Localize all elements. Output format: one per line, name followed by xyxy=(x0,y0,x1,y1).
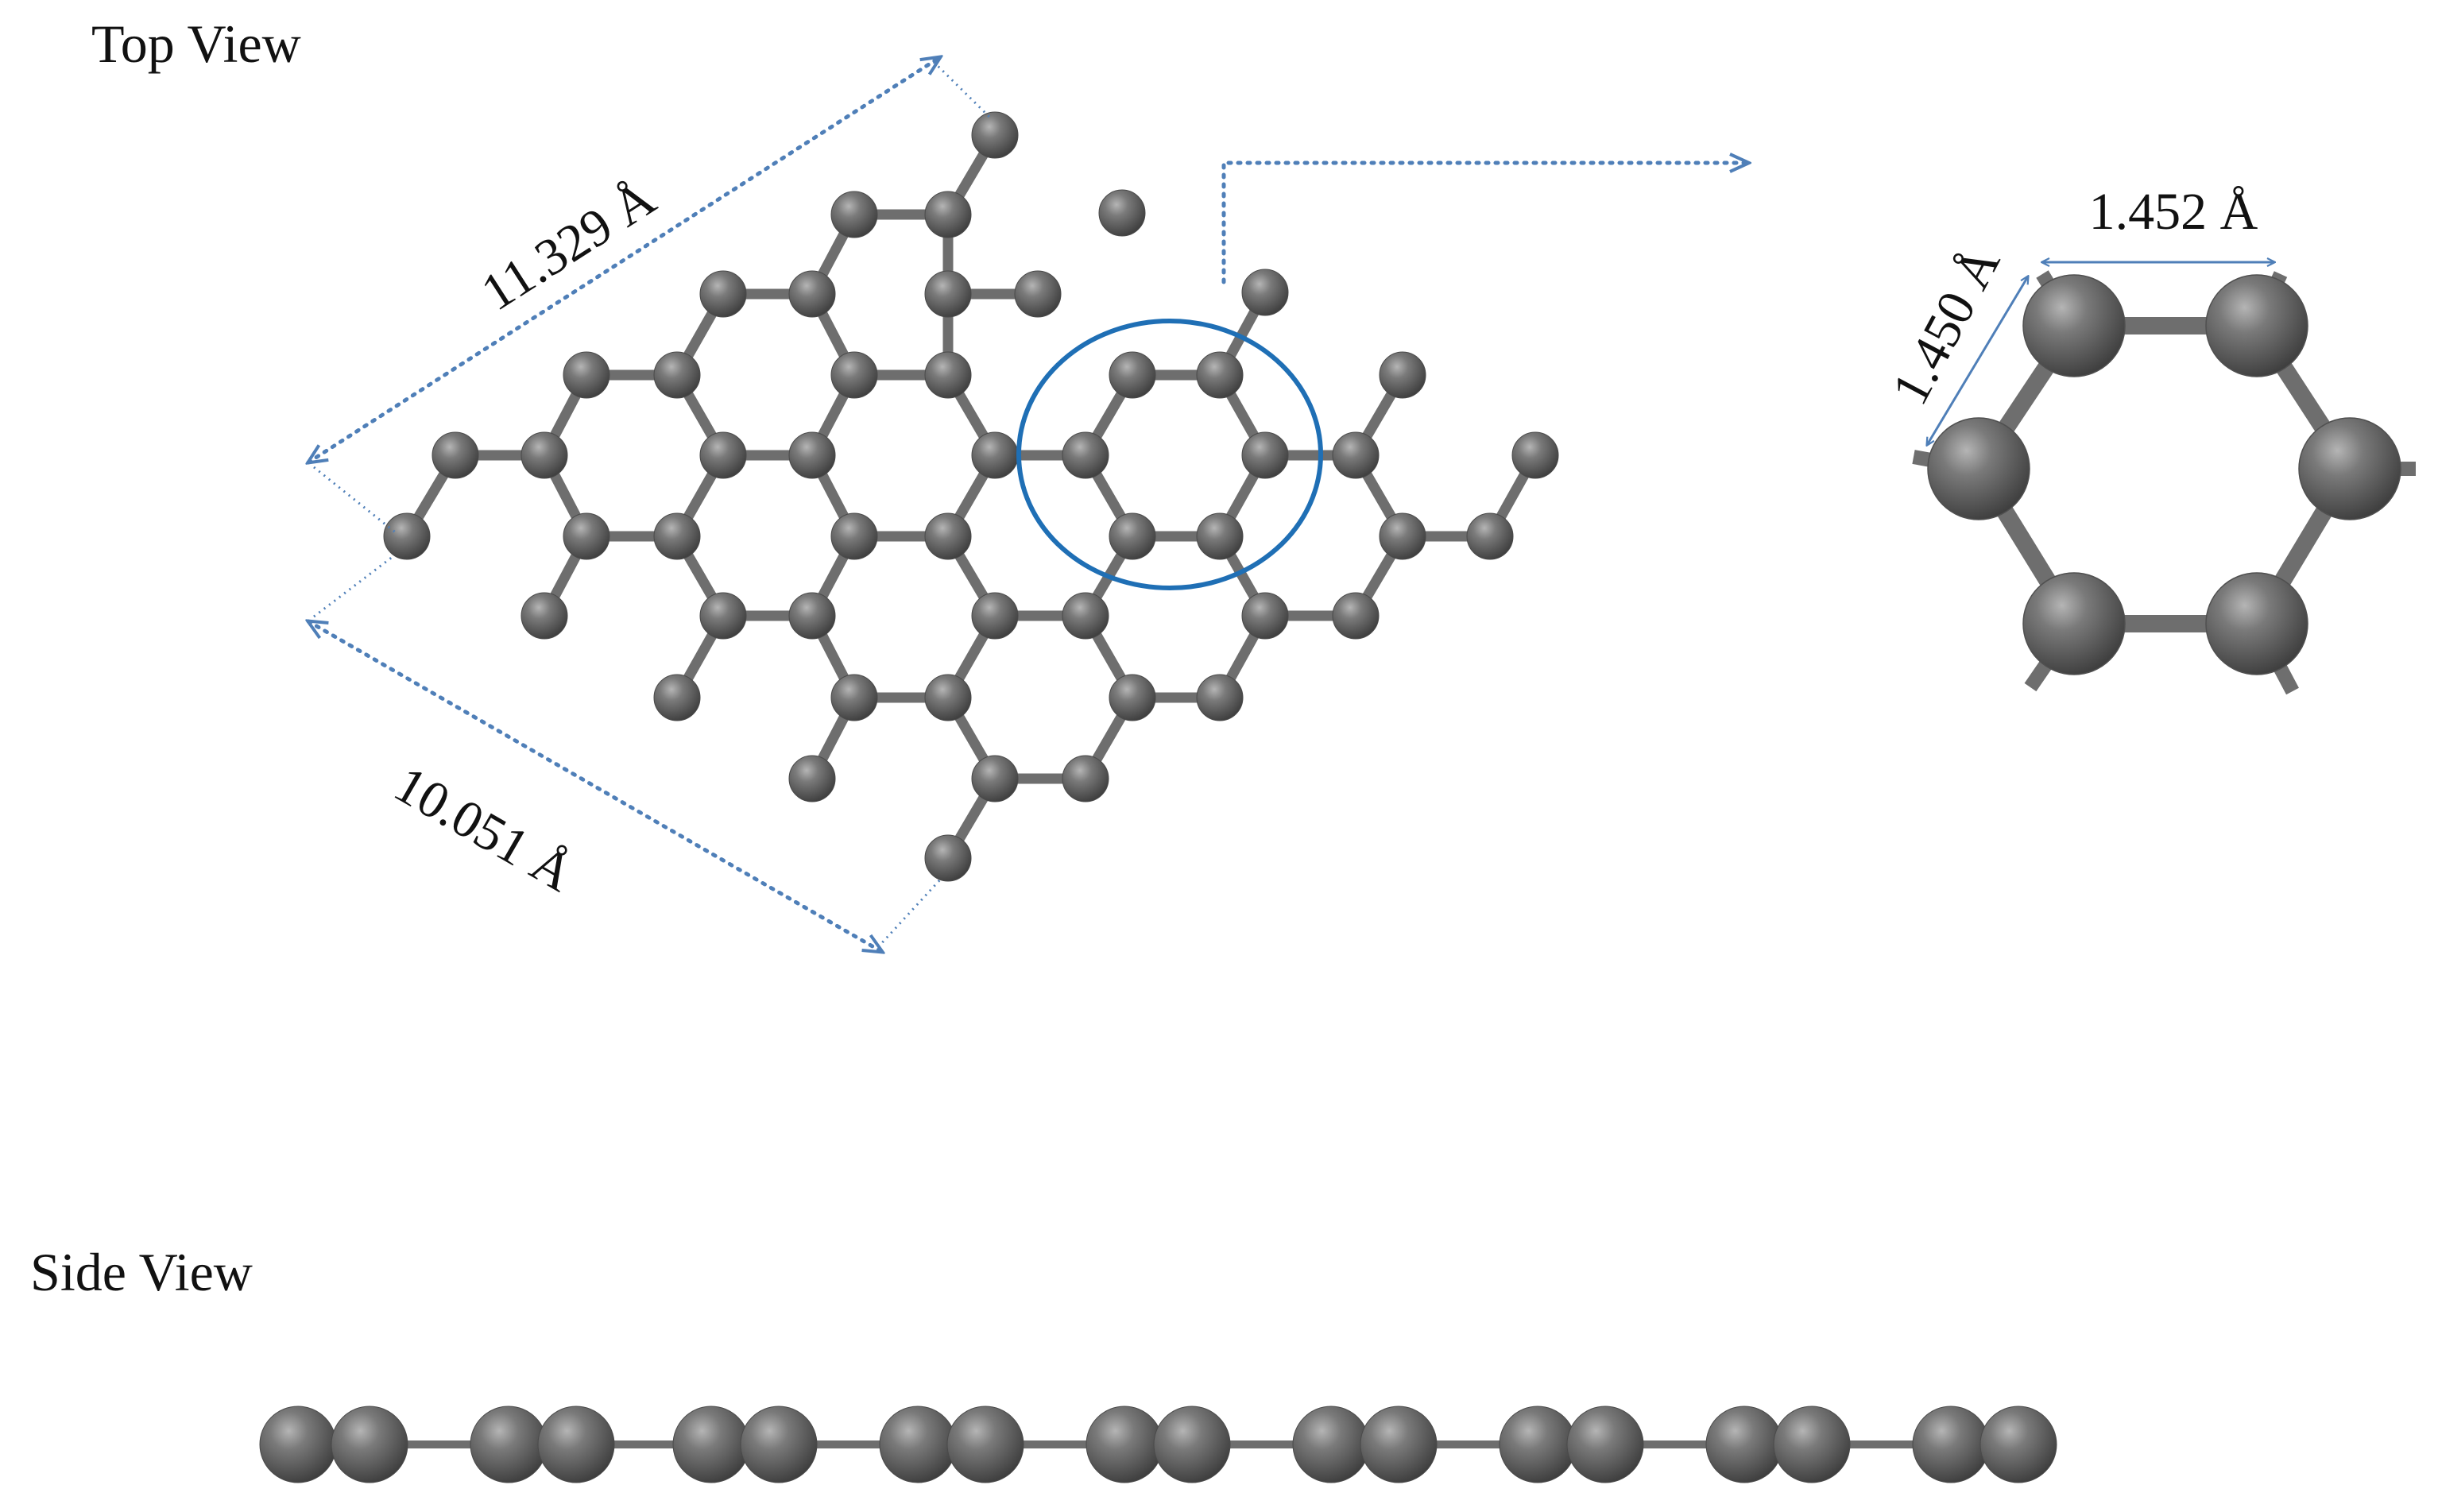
carbon-atom xyxy=(1109,351,1156,399)
carbon-atom xyxy=(1705,1406,1783,1483)
carbon-atom xyxy=(788,431,836,479)
carbon-atom xyxy=(830,191,878,238)
carbon-atom xyxy=(470,1406,548,1483)
top-view-title: Top View xyxy=(91,14,301,74)
graphene-side-view xyxy=(259,1406,2057,1483)
bond-length-arrow-diagonal xyxy=(1927,276,2028,445)
carbon-atom xyxy=(2205,572,2308,675)
carbon-atom xyxy=(331,1406,408,1483)
carbon-atom xyxy=(2022,572,2126,675)
carbon-atom xyxy=(1196,512,1244,560)
carbon-atom xyxy=(431,431,479,479)
carbon-atom xyxy=(788,270,836,318)
upper-edge-length: 11.329 Å xyxy=(471,168,665,322)
bond-length-horizontal: 1.452 Å xyxy=(2089,183,2258,241)
carbon-atom xyxy=(1109,512,1156,560)
carbon-atom xyxy=(1773,1406,1851,1483)
carbon-atom xyxy=(1241,592,1289,640)
carbon-atom xyxy=(924,191,972,238)
zoom-pointer-arrow xyxy=(1221,163,1748,284)
carbon-atom xyxy=(1241,431,1289,479)
carbon-atom xyxy=(1379,351,1426,399)
carbon-atom xyxy=(971,111,1019,159)
carbon-atom xyxy=(653,351,701,399)
carbon-atom xyxy=(1241,269,1289,316)
zoomed-hexagon-ring: 1.452 Å 1.450 Å xyxy=(1881,183,2416,695)
carbon-atom xyxy=(924,351,972,399)
carbon-atom xyxy=(699,270,747,318)
carbon-atom xyxy=(1062,755,1109,802)
carbon-atom xyxy=(653,512,701,560)
carbon-atom xyxy=(259,1406,337,1483)
carbon-atom xyxy=(924,834,972,882)
carbon-atom xyxy=(1196,351,1244,399)
carbon-atom xyxy=(740,1406,818,1483)
carbon-atom xyxy=(672,1406,750,1483)
carbon-atom xyxy=(1196,674,1244,721)
carbon-atom xyxy=(563,351,610,399)
carbon-atom xyxy=(1499,1406,1577,1483)
carbon-atom xyxy=(699,431,747,479)
carbon-atom xyxy=(1360,1406,1438,1483)
carbon-atom xyxy=(924,270,972,318)
carbon-atom xyxy=(830,512,878,560)
highlighted-ring-circle xyxy=(1016,319,1323,590)
carbon-atom xyxy=(830,674,878,721)
carbon-atom xyxy=(563,512,610,560)
carbon-atom xyxy=(653,674,701,721)
carbon-atom xyxy=(1062,431,1109,479)
dimension-lower-edge: 10.051 Å xyxy=(308,555,943,952)
carbon-atom xyxy=(971,592,1019,640)
carbon-atom xyxy=(1085,1406,1163,1483)
side-view-title: Side View xyxy=(30,1242,253,1302)
carbon-atom xyxy=(1109,674,1156,721)
carbon-atom xyxy=(1379,512,1426,560)
carbon-atom xyxy=(788,592,836,640)
carbon-atom xyxy=(830,351,878,399)
zoomed-ring-atoms xyxy=(1927,274,2401,675)
carbon-atom xyxy=(2205,274,2308,377)
carbon-atom xyxy=(699,592,747,640)
carbon-atom xyxy=(1332,431,1380,479)
carbon-atom xyxy=(2022,274,2126,377)
carbon-atom xyxy=(1912,1406,1990,1483)
carbon-atom xyxy=(1927,417,2030,520)
carbon-atom xyxy=(1566,1406,1644,1483)
carbon-atom xyxy=(1292,1406,1370,1483)
carbon-atom xyxy=(520,431,568,479)
carbon-atom xyxy=(1466,512,1514,560)
carbon-atom xyxy=(2298,417,2401,520)
carbon-atom xyxy=(520,592,568,640)
carbon-atom xyxy=(1332,592,1380,640)
bond-length-diagonal: 1.450 Å xyxy=(1881,238,2011,414)
carbon-atom xyxy=(879,1406,957,1483)
carbon-atom xyxy=(1014,270,1062,318)
carbon-atom xyxy=(788,755,836,802)
carbon-atom xyxy=(924,674,972,721)
carbon-atom xyxy=(1979,1406,2057,1483)
carbon-atom xyxy=(1098,189,1146,237)
carbon-atom xyxy=(946,1406,1024,1483)
carbon-atom xyxy=(537,1406,615,1483)
carbon-atom xyxy=(971,431,1019,479)
carbon-atom xyxy=(924,512,972,560)
carbon-atom xyxy=(383,512,431,560)
carbon-atom xyxy=(1062,592,1109,640)
carbon-atom xyxy=(1511,431,1559,479)
side-view-atoms xyxy=(259,1406,2057,1483)
carbon-atom xyxy=(1153,1406,1231,1483)
carbon-atom xyxy=(971,755,1019,802)
dimension-upper-edge: 11.329 Å xyxy=(308,57,993,536)
lower-edge-length: 10.051 Å xyxy=(385,755,583,903)
